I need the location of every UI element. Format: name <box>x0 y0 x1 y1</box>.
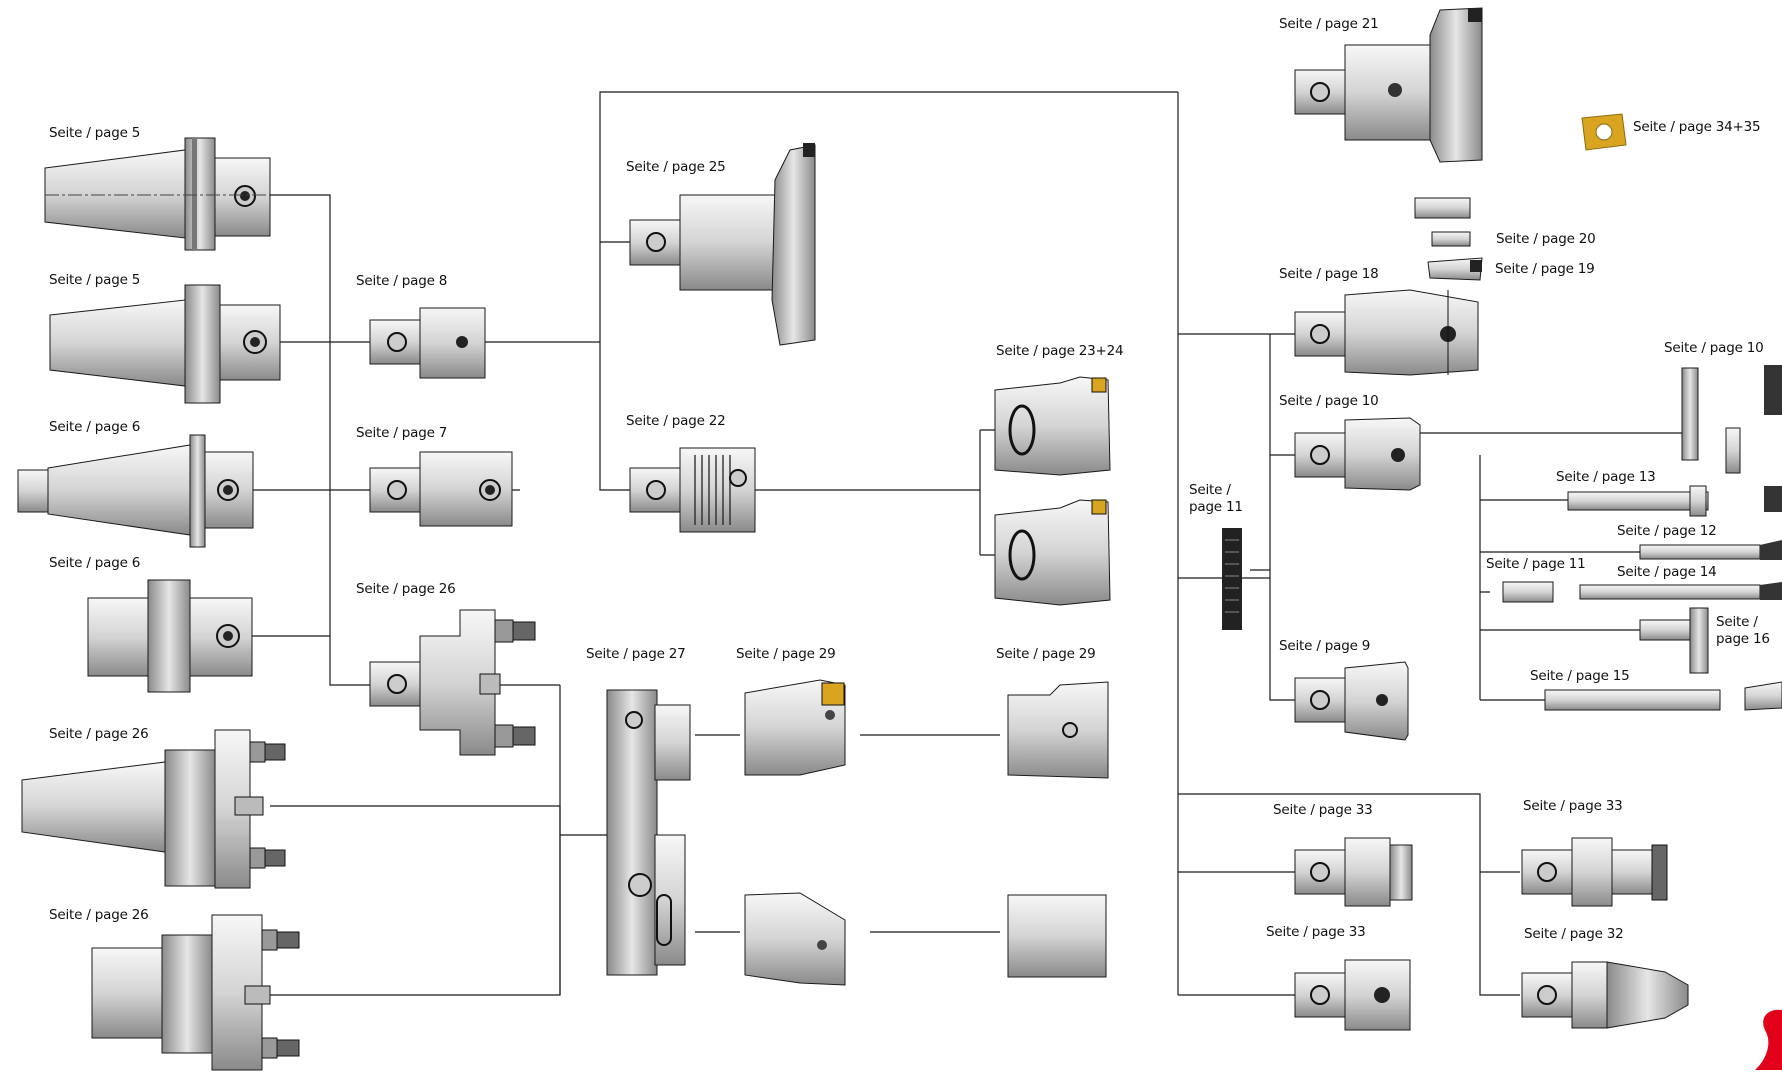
label-page-33-b: Seite / page 33 <box>1523 798 1623 814</box>
extension-p11-column <box>1222 528 1242 630</box>
label-page-6-b: Seite / page 6 <box>49 555 141 571</box>
taper-shank-p5a <box>44 137 271 251</box>
label-page-25: Seite / page 25 <box>626 159 726 175</box>
adapter-p7 <box>369 451 513 527</box>
hsk-shank-p6b <box>87 579 253 693</box>
insert-icon-p34-35 <box>1581 113 1627 151</box>
label-page-10-b: Seite / page 10 <box>1664 340 1764 356</box>
label-page-33-c: Seite / page 33 <box>1266 924 1366 940</box>
cartridge-bottom-right <box>1007 894 1107 978</box>
label-page-5-a: Seite / page 5 <box>49 125 141 141</box>
label-page-7: Seite / page 7 <box>356 425 448 441</box>
label-page-29-b: Seite / page 29 <box>996 646 1096 662</box>
label-page-15: Seite / page 15 <box>1530 668 1630 684</box>
facemill-p21 <box>1294 7 1483 163</box>
connector-p22 <box>599 342 980 491</box>
label-page-20: Seite / page 20 <box>1496 231 1596 247</box>
label-page-32: Seite / page 32 <box>1524 926 1624 942</box>
label-page-19: Seite / page 19 <box>1495 261 1595 277</box>
connector-bottom-spine <box>270 805 561 996</box>
connector-p10-right <box>1420 432 1685 700</box>
label-page-14: Seite / page 14 <box>1617 564 1717 580</box>
connector-lines <box>200 91 1685 996</box>
adapter-p8 <box>369 307 486 379</box>
boring-bar-p14 <box>1579 582 1782 600</box>
insert-p19 <box>1427 257 1483 281</box>
label-page-6-a: Seite / page 6 <box>49 419 141 435</box>
adapter-p26 <box>369 609 536 756</box>
connector-tool-branches <box>1480 499 1640 701</box>
flange-shank-p26a <box>21 729 286 889</box>
label-page-12: Seite / page 12 <box>1617 523 1717 539</box>
label-page-21: Seite / page 21 <box>1279 16 1379 32</box>
boring-bar-p23-24-top <box>994 376 1111 476</box>
insert-p20 <box>1414 197 1471 247</box>
label-page-10-a: Seite / page 10 <box>1279 393 1379 409</box>
facemill-p25 <box>629 143 816 346</box>
label-page-29-a: Seite / page 29 <box>736 646 836 662</box>
shell-mill-arbor-p33b <box>1521 837 1668 907</box>
label-page-22: Seite / page 22 <box>626 413 726 429</box>
cartridge-bottom-left <box>744 892 846 986</box>
label-page-13: Seite / page 13 <box>1556 469 1656 485</box>
label-page-23-24: Seite / page 23+24 <box>996 343 1124 359</box>
connector-top <box>599 91 1178 342</box>
boring-tool-p10-right <box>1681 365 1782 474</box>
boring-head-p22 <box>629 447 756 533</box>
taper-shank-p5b <box>49 284 281 404</box>
brand-logo-icon <box>1755 1009 1782 1070</box>
boring-bar-p13 <box>1567 485 1782 517</box>
label-page-34-35: Seite / page 34+35 <box>1633 119 1761 135</box>
boring-bar-p12 <box>1639 540 1782 560</box>
label-page-27: Seite / page 27 <box>586 646 686 662</box>
label-page-16-line1: Seite / <box>1716 614 1758 630</box>
label-page-5-b: Seite / page 5 <box>49 272 141 288</box>
connector-p9 <box>1269 334 1295 701</box>
label-page-11-b: Seite / page 11 <box>1486 556 1586 572</box>
label-page-9: Seite / page 9 <box>1279 638 1371 654</box>
boring-bar-p18 <box>1294 289 1479 376</box>
boring-head-p10 <box>1294 417 1421 491</box>
label-page-26-a: Seite / page 26 <box>49 726 149 742</box>
flange-shank-p26b <box>91 914 300 1071</box>
sleeve-p11 <box>1502 581 1554 603</box>
label-page-33-a: Seite / page 33 <box>1273 802 1373 818</box>
label-page-8: Seite / page 8 <box>356 273 448 289</box>
boring-system-p27 <box>606 689 691 976</box>
label-page-16-line2: page 16 <box>1716 631 1770 647</box>
cartridge-p29b <box>1007 681 1109 779</box>
boring-bar-p15 <box>1544 681 1782 711</box>
collet-chuck-p33a <box>1294 837 1413 907</box>
connector-p33-right <box>1178 793 1520 996</box>
holder-p33c <box>1294 959 1411 1031</box>
cartridge-p29a <box>744 679 846 776</box>
label-page-18: Seite / page 18 <box>1279 266 1379 282</box>
label-page-26-b: Seite / page 26 <box>49 907 149 923</box>
label-page-26-c: Seite / page 26 <box>356 581 456 597</box>
adapter-p16 <box>1639 607 1709 674</box>
drill-chuck-p32 <box>1521 961 1689 1029</box>
label-page-11-a-line2: page 11 <box>1189 499 1243 515</box>
boring-head-p9 <box>1294 661 1409 741</box>
label-page-11-a-line1: Seite / <box>1189 482 1231 498</box>
boring-bar-p23-24-bottom <box>994 499 1111 606</box>
taper-shank-p6a <box>17 434 254 548</box>
